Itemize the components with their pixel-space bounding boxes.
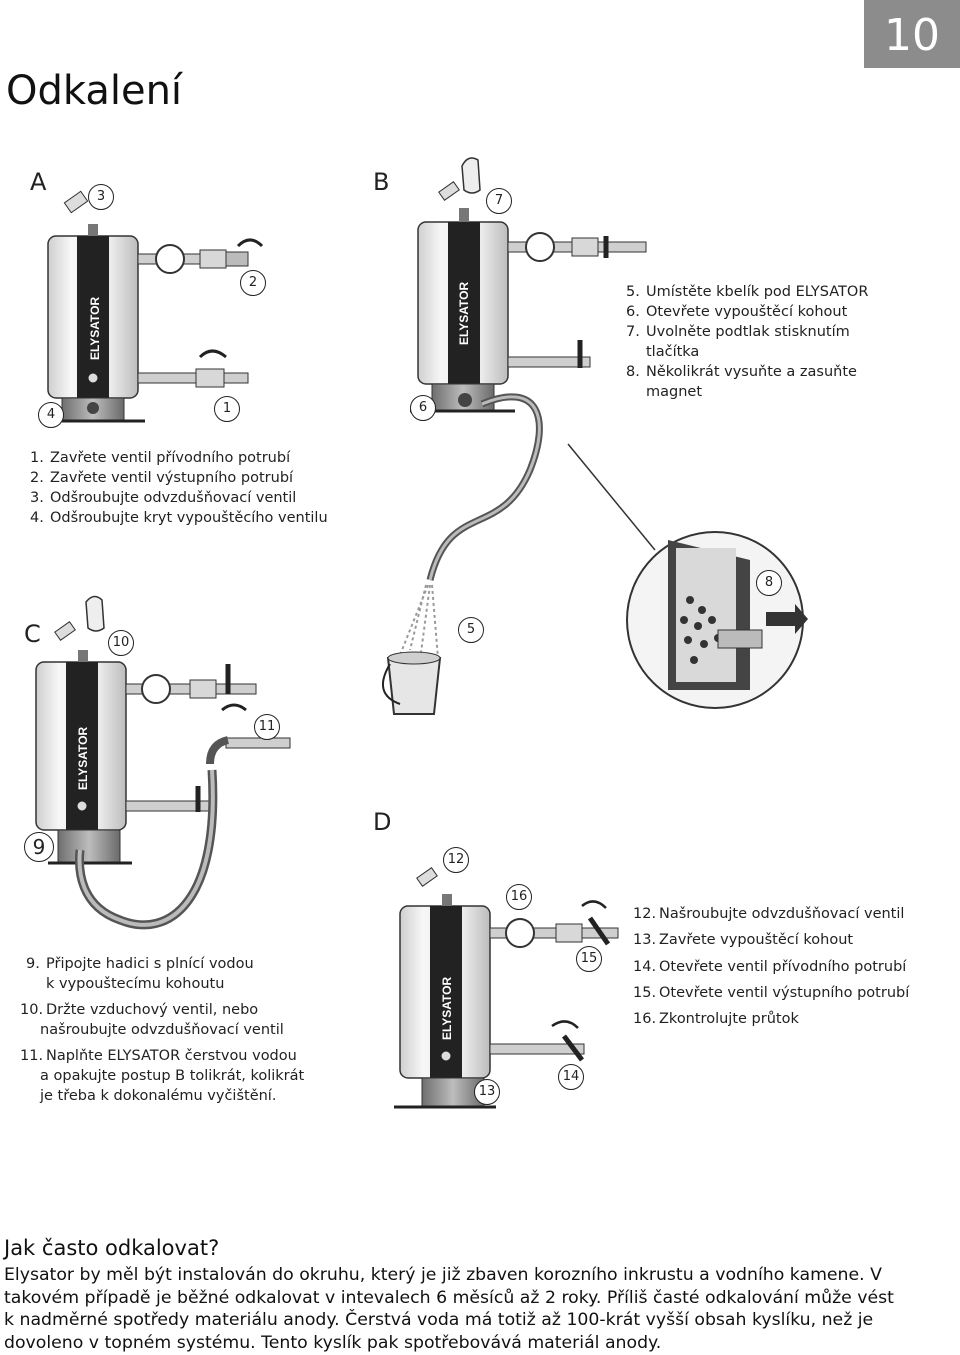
step-item: 5.Umístěte kbelík pod ELYSATOR <box>626 284 869 300</box>
panel-b-steps: 5.Umístěte kbelík pod ELYSATOR 6.Otevřet… <box>626 282 868 402</box>
marker-4: 4 <box>38 402 64 428</box>
marker-10: 10 <box>108 630 134 656</box>
faq-heading: Jak často odkalovat? <box>4 1236 220 1260</box>
faq-line: dovoleno v topném systému. Tento kyslík … <box>4 1332 662 1353</box>
step-item: 15.Otevřete ventil výstupního potrubí <box>633 984 910 1001</box>
marker-6: 6 <box>410 395 436 421</box>
step-item: 3.Odšroubujte odvzdušňovací ventil <box>30 490 297 506</box>
marker-7: 7 <box>486 188 512 214</box>
panel-d-steps: 12.Našroubujte odvzdušňovací ventil 13.Z… <box>633 901 909 1032</box>
tank-label-b: ELYSATOR <box>457 282 471 345</box>
marker-5: 5 <box>458 617 484 643</box>
page-title: Odkalení <box>6 68 183 114</box>
step-item: 2.Zavřete ventil výstupního potrubí <box>30 470 294 486</box>
step-item: 4.Odšroubujte kryt vypouštěcího ventilu <box>30 510 328 526</box>
panel-d-letter: D <box>373 808 392 836</box>
marker-2: 2 <box>240 270 266 296</box>
panel-a-letter: A <box>30 168 47 196</box>
step-item: 6.Otevřete vypouštěcí kohout <box>626 304 848 320</box>
tank-a-illustration: ELYSATOR <box>40 190 264 423</box>
tank-c-illustration: ELYSATOR <box>35 595 291 930</box>
marker-15: 15 <box>576 946 602 972</box>
step-item: 16.Zkontrolujte průtok <box>633 1011 799 1028</box>
panel-c-letter: C <box>24 620 41 648</box>
marker-3: 3 <box>88 184 114 210</box>
faq-paragraph: Elysator by měl být instalován do okruhu… <box>4 1264 894 1354</box>
tank-label-a: ELYSATOR <box>88 297 102 360</box>
tank-b-illustration: ELYSATOR <box>381 157 808 715</box>
page-number-badge: 10 <box>864 0 960 68</box>
marker-1: 1 <box>214 396 240 422</box>
marker-14: 14 <box>558 1064 584 1090</box>
tank-label-d: ELYSATOR <box>440 977 454 1040</box>
step-item: 13.Zavřete vypouštěcí kohout <box>633 932 854 949</box>
marker-8: 8 <box>756 570 782 596</box>
marker-9: 9 <box>24 832 54 862</box>
faq-line: Elysator by měl být instalován do okruhu… <box>4 1265 882 1285</box>
tank-label-c: ELYSATOR <box>76 727 90 790</box>
marker-11: 11 <box>254 714 280 740</box>
step-item: 12.Našroubujte odvzdušňovací ventil <box>633 906 905 922</box>
marker-13: 13 <box>474 1079 500 1105</box>
step-item: 1.Zavřete ventil přívodního potrubí <box>30 450 291 466</box>
faq-line: takovém případě je běžné odkalovat v int… <box>4 1287 894 1308</box>
panel-a-steps: 1.Zavřete ventil přívodního potrubí 2.Za… <box>30 448 328 528</box>
marker-16: 16 <box>506 884 532 910</box>
step-item: 14.Otevřete ventil přívodního potrubí <box>633 958 907 975</box>
faq-line: k nadměrné spotředy materiálu anody. Čer… <box>4 1310 874 1331</box>
marker-12: 12 <box>443 847 469 873</box>
panel-b-letter: B <box>373 168 390 196</box>
tank-d-illustration: ELYSATOR <box>394 867 619 1109</box>
